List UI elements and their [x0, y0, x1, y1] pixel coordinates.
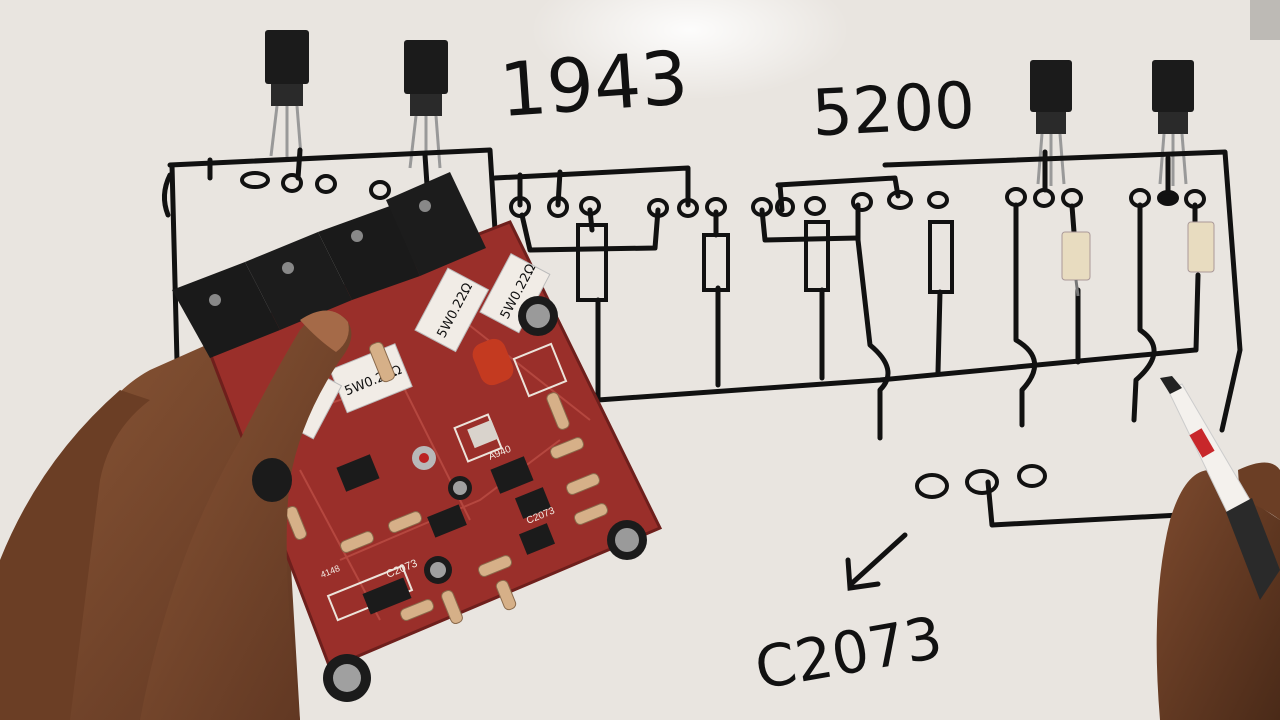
- transistor-2: [404, 40, 448, 170]
- board-corner: [1250, 0, 1280, 40]
- label-5200: 5200: [810, 69, 977, 151]
- ceramic-resistors: [1061, 221, 1215, 297]
- transistor-icons: [265, 30, 1194, 186]
- capacitors: [323, 296, 647, 702]
- transistor-4: [1152, 60, 1194, 186]
- terminal-loops: [240, 171, 1206, 499]
- marker-pen: [1160, 376, 1280, 600]
- light-glare: [530, 0, 850, 100]
- small-components: [336, 419, 556, 615]
- drawn-resistors: [576, 220, 954, 302]
- small-resistors: [285, 341, 609, 625]
- power-transistors: [172, 172, 486, 358]
- circuit-wiring: [162, 147, 1243, 528]
- arrow-drawing: [845, 532, 908, 591]
- left-thumb: [140, 310, 352, 720]
- transistor-1: [265, 30, 309, 158]
- label-1943: 1943: [497, 35, 691, 134]
